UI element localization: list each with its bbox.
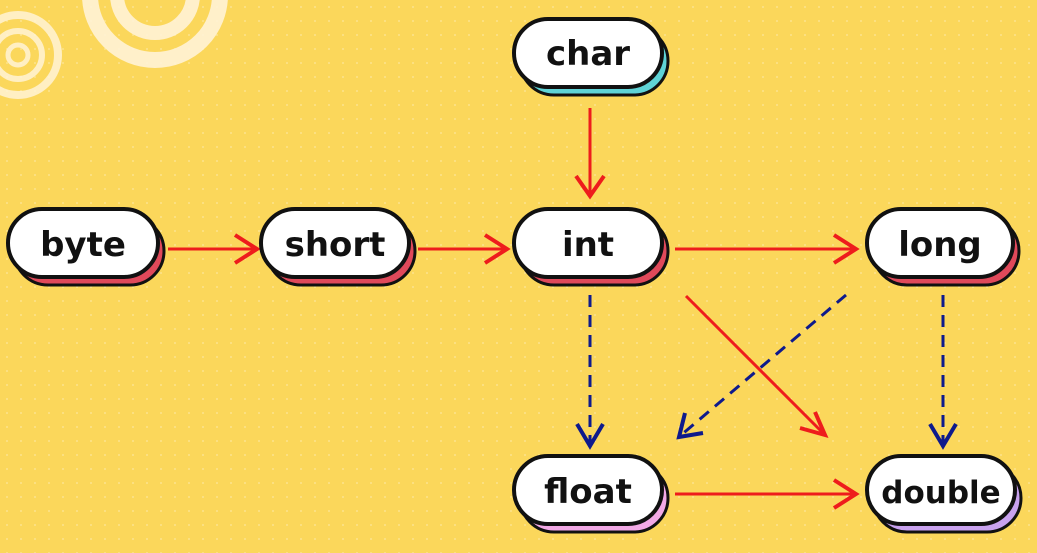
node-short: short <box>259 207 417 287</box>
node-char: char <box>512 17 670 97</box>
node-label-double: double <box>881 475 1000 511</box>
edge-int-double <box>684 294 829 439</box>
node-float: float <box>512 454 670 534</box>
edge-byte-short <box>168 233 261 265</box>
node-int: int <box>512 207 670 287</box>
edge-float-double <box>675 478 860 510</box>
decorative-rings <box>0 0 228 99</box>
node-label-float: float <box>544 472 632 512</box>
node-double: double <box>865 454 1023 534</box>
edge-short-int <box>418 233 511 265</box>
edge-int-float <box>575 295 605 450</box>
edge-long-float <box>676 293 847 440</box>
node-label-int: int <box>562 225 614 265</box>
edge-char-int <box>574 108 606 200</box>
node-label-char: char <box>546 34 630 74</box>
node-label-long: long <box>898 225 982 265</box>
node-label-byte: byte <box>40 225 126 265</box>
node-long: long <box>865 207 1021 287</box>
node-label-short: short <box>285 225 386 265</box>
edge-int-long <box>675 233 860 265</box>
edge-long-double <box>928 295 958 450</box>
node-byte: byte <box>6 207 166 287</box>
